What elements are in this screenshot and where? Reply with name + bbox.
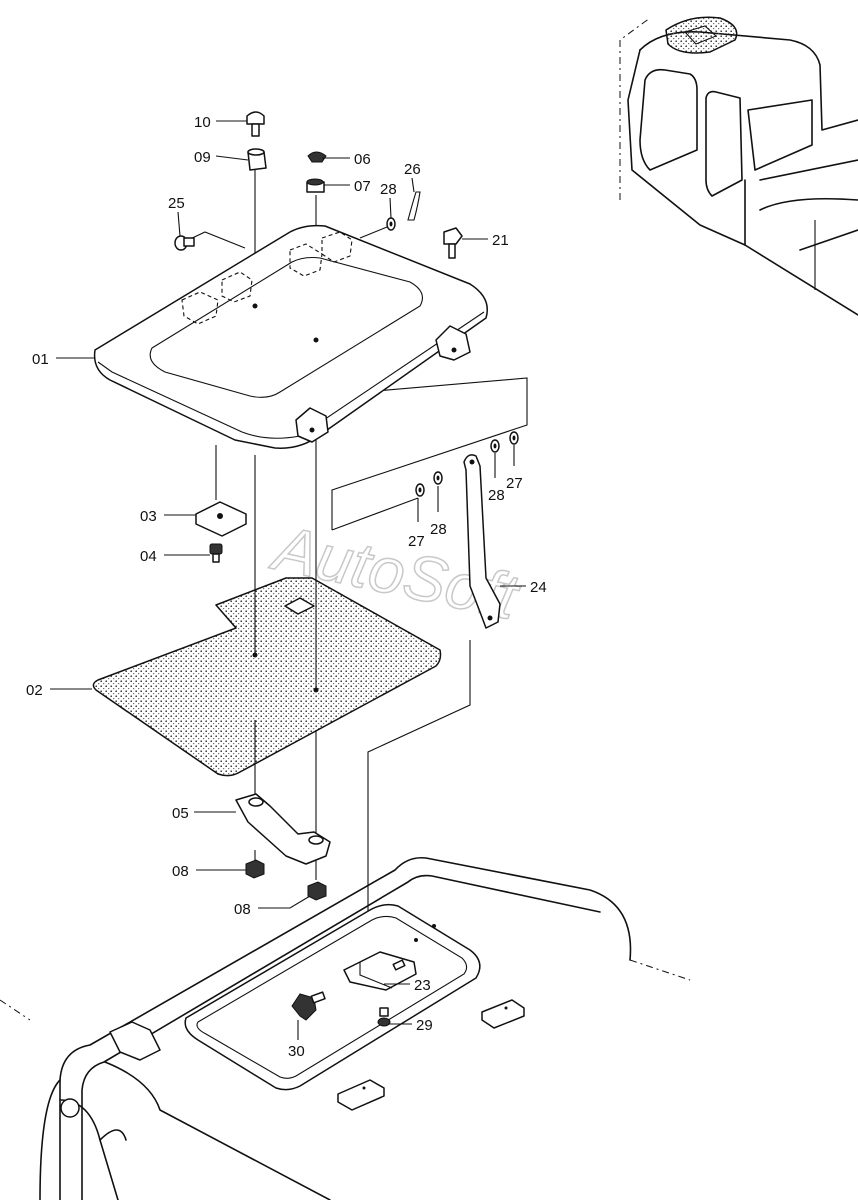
inset-hatch-highlight — [665, 16, 738, 54]
label-29: 29 — [416, 1017, 433, 1034]
part-27-washer-b — [509, 431, 519, 445]
part-27-washer-a — [415, 483, 425, 497]
label-09: 09 — [194, 149, 211, 166]
part-30-knob — [291, 991, 326, 1021]
part-labels: 01 02 03 04 05 06 07 08 08 09 10 21 23 2… — [26, 114, 547, 1060]
label-27-b: 27 — [506, 475, 523, 492]
part-03-block — [195, 501, 247, 537]
part-10-screw — [246, 111, 265, 137]
part-06-cap — [307, 151, 327, 163]
cab-overview-inset — [619, 16, 858, 316]
label-08-a: 08 — [172, 863, 189, 880]
part-05-handle — [235, 793, 331, 865]
floor-mat — [92, 577, 442, 777]
label-06: 06 — [354, 151, 371, 168]
cab-roof — [0, 856, 691, 1200]
part-04-screw — [209, 543, 223, 563]
part-09-spacer — [247, 148, 267, 171]
part-28-washer-a — [433, 471, 443, 485]
label-28-a: 28 — [430, 521, 447, 538]
part-29-screw — [377, 1007, 391, 1027]
label-27-a: 27 — [408, 533, 425, 550]
label-25: 25 — [168, 195, 185, 212]
label-28-top: 28 — [380, 181, 397, 198]
label-02: 02 — [26, 682, 43, 699]
label-26: 26 — [404, 161, 421, 178]
label-04: 04 — [140, 548, 157, 565]
part-28-washer-b — [490, 439, 500, 453]
label-01: 01 — [32, 351, 49, 368]
part-08-nut-b — [307, 881, 327, 901]
label-05: 05 — [172, 805, 189, 822]
label-07: 07 — [354, 178, 371, 195]
hatch-lid — [93, 224, 488, 449]
part-08-nut-a — [245, 859, 265, 879]
label-23: 23 — [414, 977, 431, 994]
part-28-washer-top — [386, 217, 396, 231]
label-10: 10 — [194, 114, 211, 131]
part-26-clip — [407, 191, 421, 221]
label-08-b: 08 — [234, 901, 251, 918]
roof-pad-a — [481, 999, 525, 1029]
part-23-latch — [343, 951, 417, 991]
label-24: 24 — [530, 579, 547, 596]
label-03: 03 — [140, 508, 157, 525]
label-28-b: 28 — [488, 487, 505, 504]
roof-pad-b — [337, 1079, 385, 1111]
part-21-bolt — [443, 227, 463, 259]
label-30: 30 — [288, 1043, 305, 1060]
label-21: 21 — [492, 232, 509, 249]
part-24-stay — [463, 454, 501, 629]
part-25-pin — [174, 235, 195, 251]
part-07-spacer — [306, 178, 325, 193]
leader-lines — [50, 120, 526, 1040]
